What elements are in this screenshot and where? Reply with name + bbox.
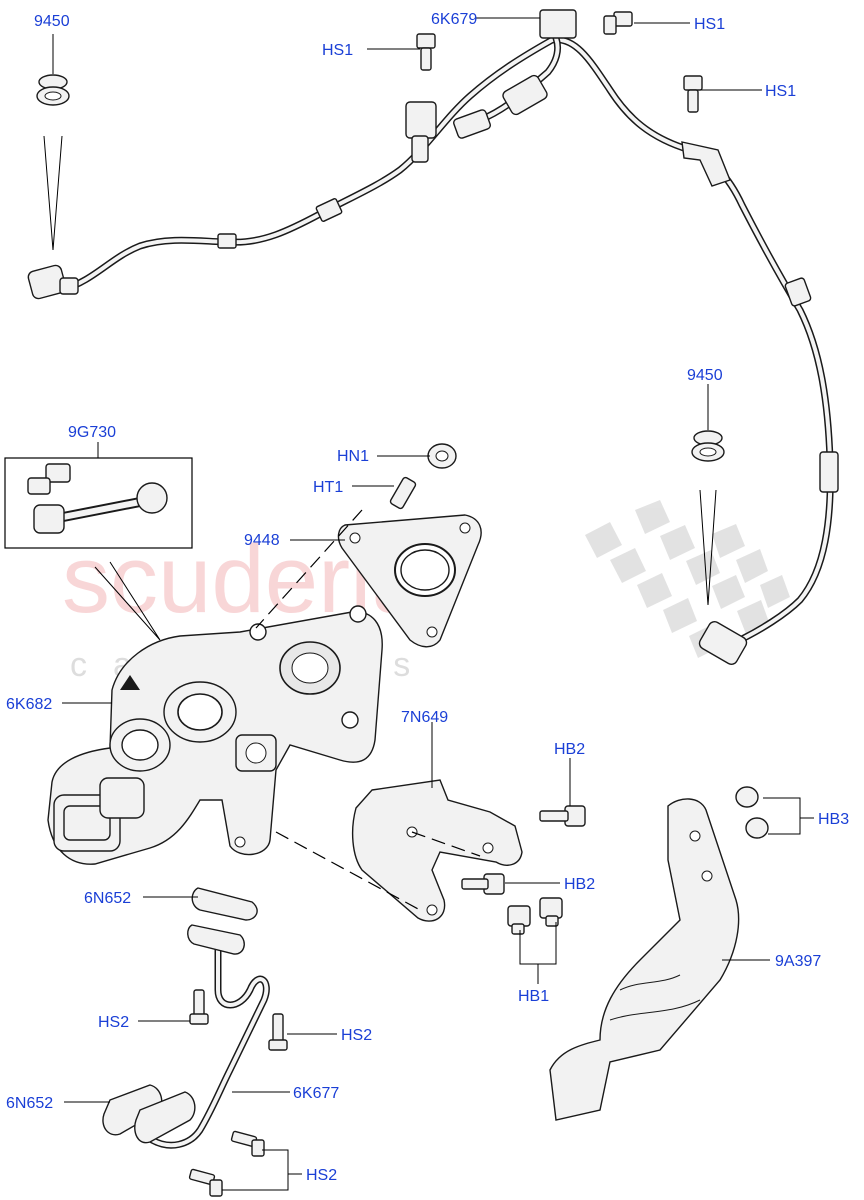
- pipe-clamp-block: [539, 9, 577, 39]
- label-hb1: HB1: [518, 988, 549, 1005]
- pressure-sensor: [405, 101, 437, 163]
- bolt-hb2-b: [461, 873, 505, 895]
- bolt-hb3-a: [735, 786, 759, 808]
- pipe-bracket-right: [681, 141, 731, 187]
- label-hs2-c: HS2: [306, 1167, 337, 1184]
- sealing-washer-top: [36, 74, 70, 106]
- banjo-fitting-right: [698, 621, 748, 665]
- bolt-hs2-c: [230, 1130, 265, 1157]
- label-9448: 9448: [244, 532, 280, 549]
- label-9g730: 9G730: [68, 424, 116, 441]
- label-hs2-a: HS2: [98, 1014, 129, 1031]
- label-7n649: 7N649: [401, 709, 448, 726]
- bolt-hs2-d: [188, 1168, 223, 1197]
- pipe-sleeve-right: [784, 277, 812, 307]
- bolt-hb1-b: [539, 897, 563, 927]
- bolt-hs2-b: [268, 1013, 288, 1051]
- turbo-gasket: [337, 514, 482, 648]
- label-hb2-b: HB2: [564, 876, 595, 893]
- label-6k679: 6K679: [431, 11, 477, 28]
- label-9450-top: 9450: [34, 13, 70, 30]
- bolt-hs1-a: [416, 33, 436, 71]
- label-6k682: 6K682: [6, 696, 52, 713]
- label-ht1: HT1: [313, 479, 343, 496]
- oil-feed-pipe-assembly: [27, 9, 839, 665]
- banjo-fitting-left: [27, 264, 79, 300]
- label-hs1-c: HS1: [765, 83, 796, 100]
- label-6n652-a: 6N652: [84, 890, 131, 907]
- label-hb3: HB3: [818, 811, 849, 828]
- sealing-washer-right: [691, 430, 725, 462]
- stud-ht1: [389, 476, 417, 510]
- pipe-union-mid: [453, 74, 548, 139]
- bolt-hb2-a: [539, 805, 586, 827]
- flange-bottom: [134, 1091, 196, 1144]
- heat-shield: [549, 798, 740, 1121]
- checkered-flag-icon: [585, 500, 790, 658]
- label-hn1: HN1: [337, 448, 369, 465]
- leader-lines: [43, 17, 814, 1191]
- nut-hn1: [427, 443, 457, 469]
- label-6n652-b: 6N652: [6, 1095, 53, 1112]
- bolt-hb1-a: [507, 905, 531, 935]
- label-hs1-a: HS1: [322, 42, 353, 59]
- label-hb2-a: HB2: [554, 741, 585, 758]
- turbo-support-bracket: [351, 779, 523, 922]
- bolt-hb3-b: [745, 817, 769, 839]
- pipe-sleeve: [315, 198, 343, 222]
- label-9a397: 9A397: [775, 953, 821, 970]
- bolt-hs1-b: [603, 11, 633, 35]
- inset-box-9g730: [4, 457, 193, 549]
- label-hs1-b: HS1: [694, 16, 725, 33]
- bolt-hs2-a: [189, 989, 209, 1025]
- label-6k677: 6K677: [293, 1085, 339, 1102]
- callout-labels: 9450 6K679 HS1 HS1 HS1 9450 9G730 HN1 HT…: [6, 11, 849, 1184]
- pipe-clip: [217, 233, 237, 249]
- pipe-sleeve-lower: [819, 451, 839, 493]
- oil-return-pipe: [102, 887, 270, 1149]
- flange-gasket-top: [191, 887, 258, 921]
- flange-top: [187, 924, 245, 955]
- label-9450-right: 9450: [687, 367, 723, 384]
- turbocharger: [47, 605, 383, 865]
- bolt-hs1-c: [683, 75, 703, 113]
- label-hs2-b: HS2: [341, 1027, 372, 1044]
